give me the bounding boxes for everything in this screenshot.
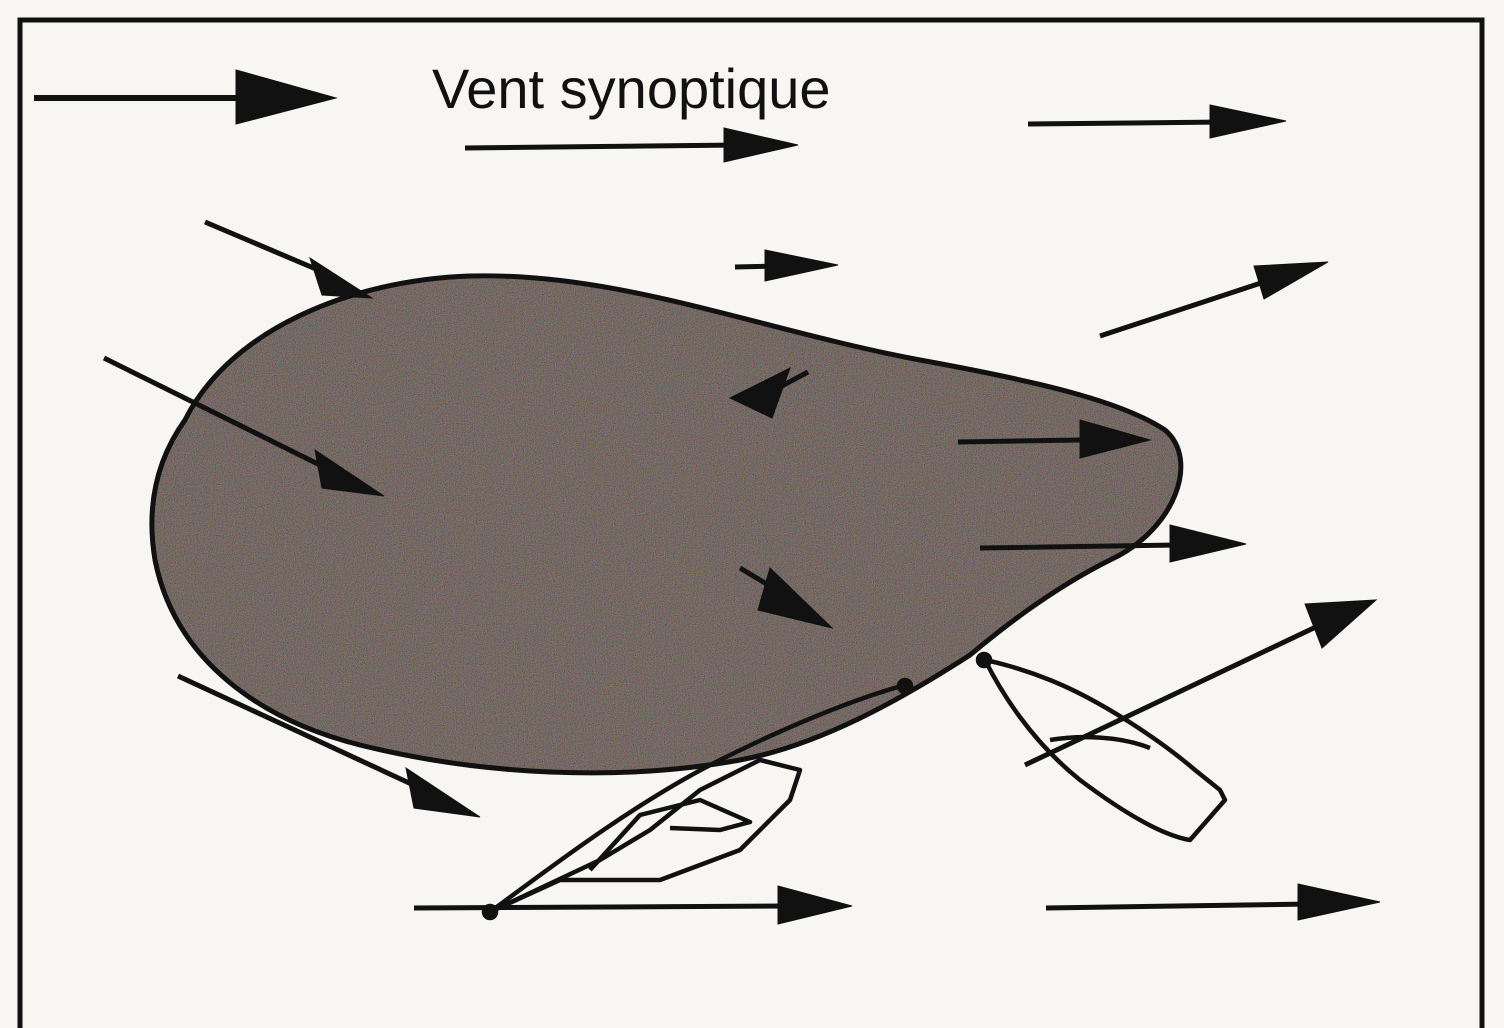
arrowhead [1298, 884, 1380, 920]
arrowhead [765, 250, 838, 281]
arrowhead [310, 258, 372, 298]
arrowhead [1254, 262, 1328, 299]
inflow-arrow [205, 222, 330, 275]
gust-front-loop [490, 760, 800, 912]
synoptic-wind-arrow [1028, 122, 1225, 124]
synoptic-wind-arrow [465, 145, 740, 148]
caption-vent-synoptique: Vent synoptique [432, 57, 831, 120]
storm-cell [152, 276, 1181, 773]
synoptic-wind-arrow [1046, 904, 1310, 908]
internal-arrow [958, 440, 1080, 442]
arrowhead [724, 128, 798, 162]
synoptic-wind-arrow [414, 906, 790, 908]
outflow-arrow [980, 545, 1180, 548]
arrowhead [236, 70, 336, 124]
deflected-wind-arrow [1100, 280, 1270, 336]
arrowhead [1210, 105, 1286, 138]
gust-front-loop [590, 800, 750, 870]
storm-cell-fill [152, 276, 1181, 773]
arrowhead [406, 768, 480, 817]
junction-dot [978, 654, 990, 666]
junction-dot [484, 906, 496, 918]
arrowhead [778, 886, 852, 924]
junction-dot [899, 680, 911, 692]
deflected-wind-arrow [1025, 625, 1320, 765]
arrowhead [1305, 600, 1376, 648]
arrowhead [1170, 525, 1246, 562]
